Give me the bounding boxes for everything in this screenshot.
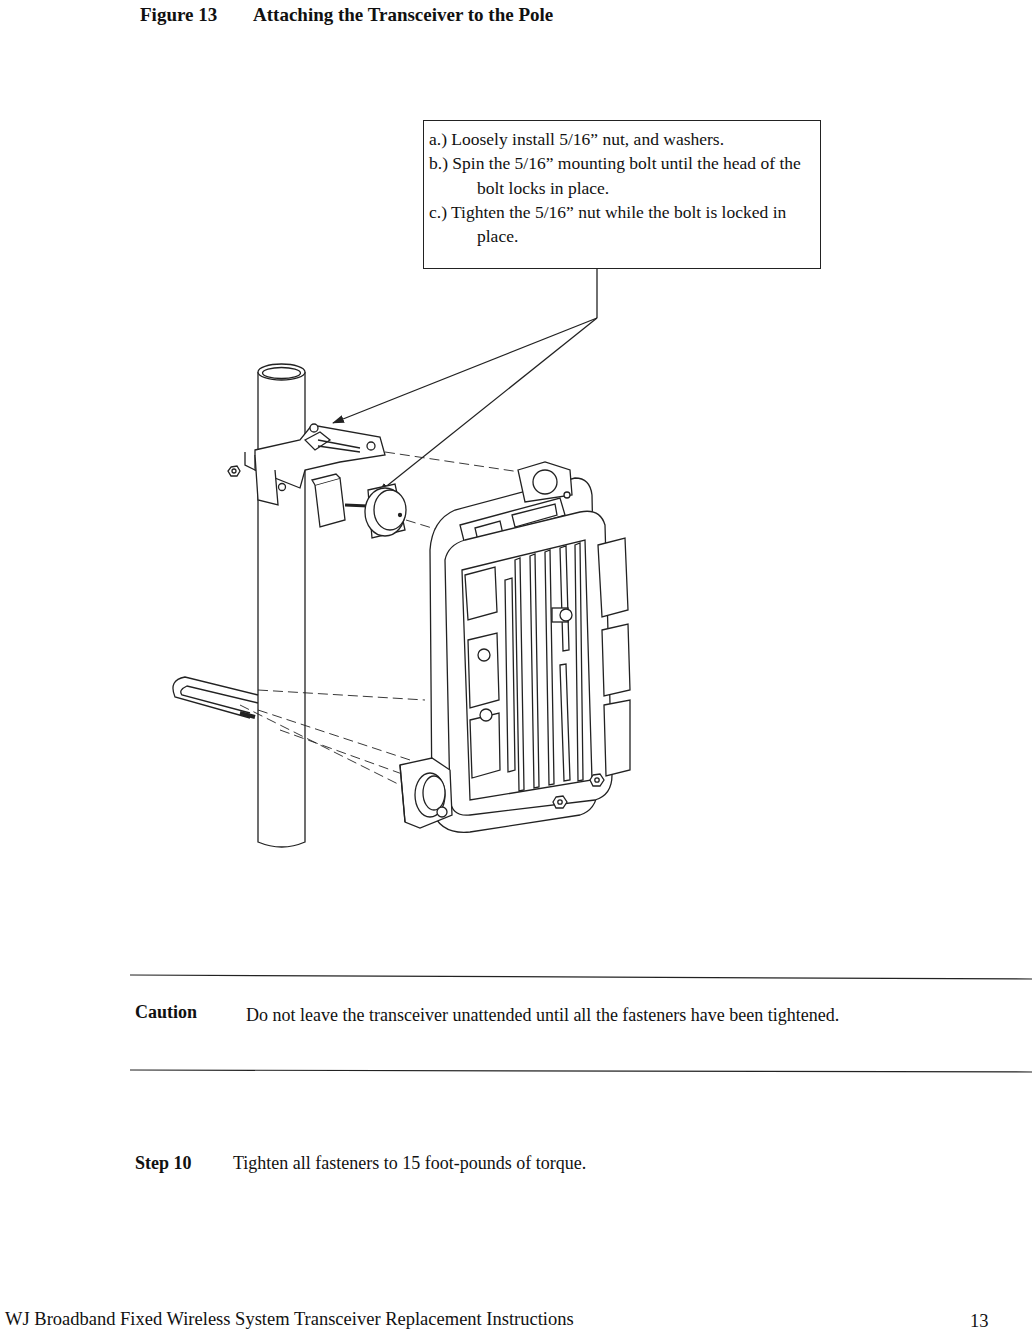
instruction-step: b.) Spin the 5/16” mounting bolt until t… xyxy=(429,151,812,200)
instruction-step: a.) Loosely install 5/16” nut, and washe… xyxy=(429,127,812,151)
pole-bracket xyxy=(245,424,385,505)
nut xyxy=(228,466,240,476)
u-bolt xyxy=(173,677,258,718)
figure-number: Figure 13 xyxy=(140,4,217,27)
pole xyxy=(258,364,305,847)
caution-heading: Caution xyxy=(135,1002,197,1024)
mounting-block xyxy=(312,474,406,538)
rule-lines xyxy=(130,975,1032,1072)
callout-box: a.) Loosely install 5/16” nut, and washe… xyxy=(423,120,821,269)
nut xyxy=(553,774,604,808)
transceiver xyxy=(400,462,630,832)
page-number: 13 xyxy=(970,1310,989,1332)
step-text: Tighten all fasteners to 15 foot-pounds … xyxy=(233,1153,586,1175)
leader-lines xyxy=(333,269,597,493)
instruction-step: c.) Tighten the 5/16” nut while the bolt… xyxy=(429,200,812,249)
figure-title: Attaching the Transceiver to the Pole xyxy=(253,4,553,27)
page-footer: WJ Broadband Fixed Wireless System Trans… xyxy=(5,1308,574,1330)
caution-text: Do not leave the transceiver unattended … xyxy=(246,1005,839,1027)
step-number: Step 10 xyxy=(135,1153,192,1175)
